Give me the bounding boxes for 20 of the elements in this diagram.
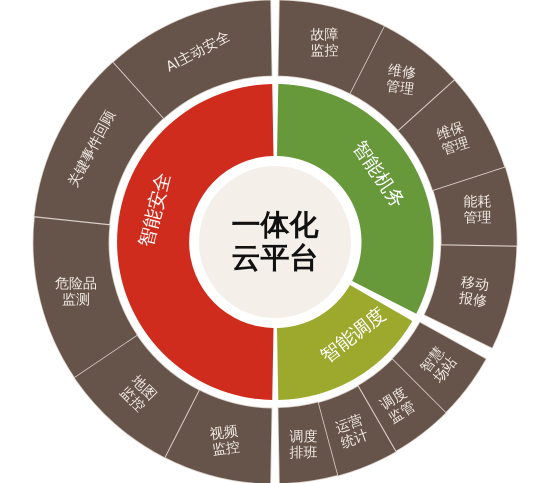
- segment-label: 运营统计: [332, 412, 372, 452]
- segment-label: 地图监控: [116, 372, 160, 417]
- segment-label: 危险品监测: [54, 275, 98, 308]
- segment-label: AI主动安全: [164, 28, 233, 76]
- outer-ring-segment: [74, 334, 200, 458]
- segment-label: 调度排班: [288, 428, 318, 462]
- segment-title: 智能调度: [317, 304, 391, 368]
- segment-label: 移动报修: [456, 274, 491, 310]
- outer-ring-segment: [165, 390, 272, 483]
- outer-ring-segment: [278, 0, 385, 94]
- segment-title: 智能机务: [348, 137, 408, 213]
- segment-title: 智能安全: [136, 170, 176, 250]
- segment-label: 能耗管理: [462, 194, 492, 226]
- segment-label: 维修管理: [384, 62, 418, 99]
- segment-label: 关键事件回顾: [66, 108, 120, 190]
- segment-label: 维保管理: [433, 119, 472, 160]
- segment-label: 故障监控: [310, 26, 340, 60]
- outer-ring-segment: [432, 167, 517, 246]
- segment-label: 视频监控: [208, 422, 242, 459]
- center-title: 一体化云平台: [230, 208, 320, 276]
